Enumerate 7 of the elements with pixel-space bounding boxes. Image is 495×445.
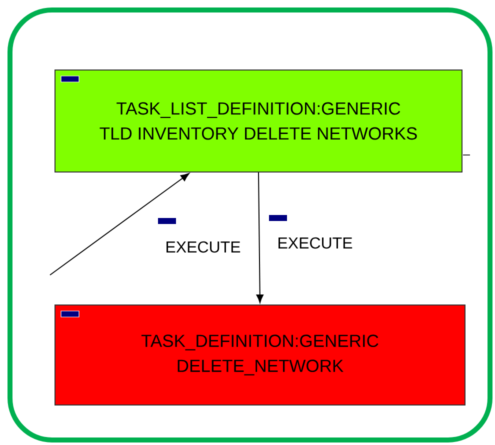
edge-label: EXECUTE [276,236,354,250]
process-box: TASK_LIST_DEFINITION:GENERIC TLD INVENTORY DELETE NETWORKS [54,70,462,172]
process-box: TASK_DEFINITION:GENERIC DELETE_NETWORK [54,304,466,406]
arrow [256,172,264,304]
frame-border [8,8,492,442]
arrow [50,173,190,276]
edge-label: EXECUTE [164,240,242,254]
